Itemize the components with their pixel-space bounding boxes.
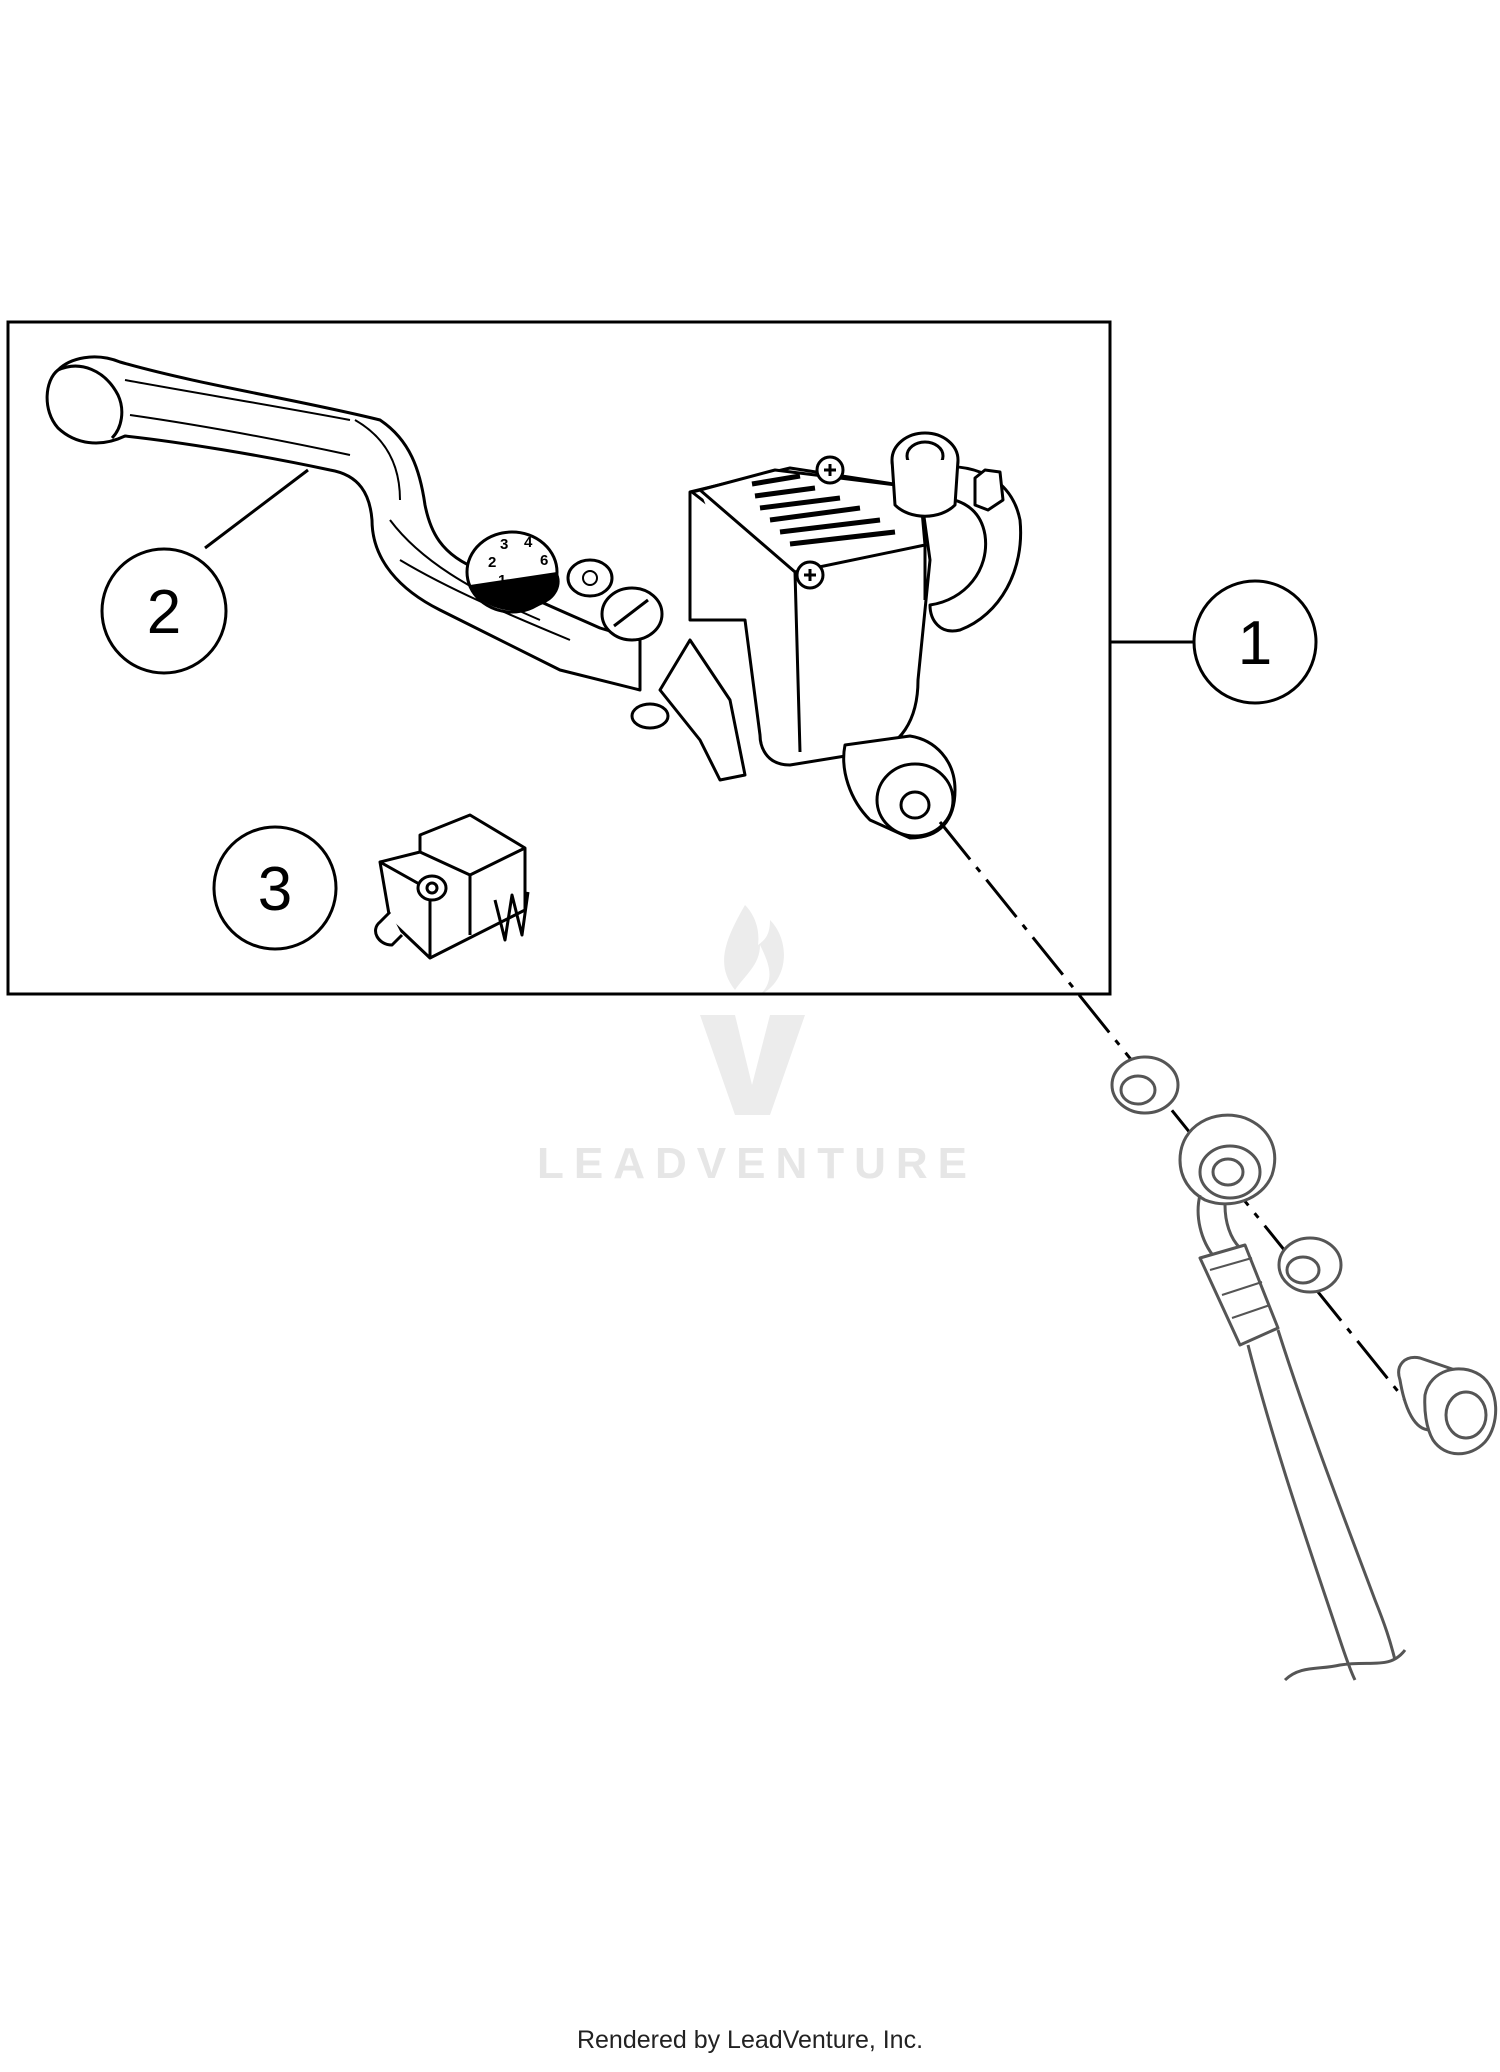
callout-2: 2 — [100, 468, 309, 675]
reservoir-label — [751, 473, 896, 547]
leadventure-flame-logo-icon — [700, 905, 805, 1115]
callout-3-label: 3 — [258, 855, 292, 924]
callout-3: 3 — [212, 825, 338, 951]
callout-1-label: 1 — [1238, 609, 1272, 678]
dial-mark-5: 5 — [530, 573, 538, 590]
banjo-fitting — [1178, 1113, 1277, 1206]
pivot-bolt — [600, 586, 670, 730]
hose-assembly — [1110, 1055, 1498, 1682]
washer-upper — [1110, 1055, 1180, 1115]
brake-hose — [1196, 1194, 1407, 1682]
assembly-axis — [938, 821, 1427, 1426]
washer-lower — [1277, 1236, 1343, 1294]
callout-1: 1 — [1110, 579, 1318, 705]
handlebar-clamp — [890, 431, 1023, 633]
watermark: LEADVENTURE — [537, 905, 977, 1188]
dial-mark-3: 3 — [500, 536, 508, 553]
dial-mark-2: 2 — [488, 554, 496, 571]
dial-mark-6: 6 — [540, 552, 548, 569]
callout-2-label: 2 — [147, 578, 181, 647]
banjo-bolt — [1397, 1355, 1498, 1456]
watermark-text: LEADVENTURE — [537, 1139, 977, 1188]
footer-credit: Rendered by LeadVenture, Inc. — [576, 2026, 924, 2054]
adjuster-dial: 1 2 3 4 5 6 — [465, 530, 614, 614]
assembly-frame — [6, 320, 1112, 996]
master-cylinder — [658, 455, 957, 840]
dial-mark-1: 1 — [498, 572, 506, 589]
brake-light-switch — [374, 813, 530, 960]
dial-mark-4: 4 — [524, 534, 533, 551]
